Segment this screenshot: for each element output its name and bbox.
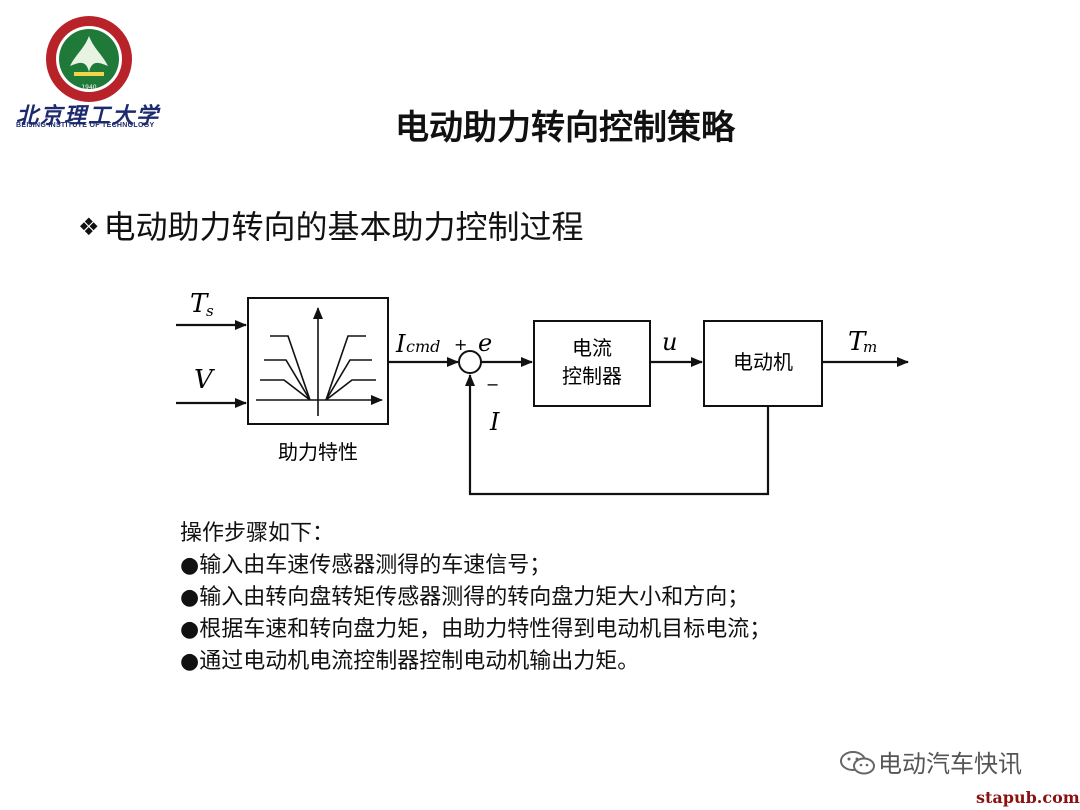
step-item: ●输入由车速传感器测得的车速信号； (180, 553, 552, 578)
university-english-name: BEIJING INSTITUTE OF TECHNOLOGY (16, 122, 155, 129)
section-heading-text: 电动助力转向的基本助力控制过程 (103, 208, 584, 246)
site-watermark: stapub.com (976, 788, 1080, 807)
svg-text:T: T (190, 289, 209, 319)
operation-steps: 操作步骤如下： ●输入由车速传感器测得的车速信号； ●输入由转向盘转矩传感器测得… (180, 518, 771, 678)
step-item: ●输入由转向盘转矩传感器测得的转向盘力矩大小和方向； (180, 585, 750, 610)
section-heading: ❖电动助力转向的基本助力控制过程 (78, 202, 584, 248)
university-logo: 1940 (46, 16, 132, 102)
control-signal-label: u (662, 328, 677, 356)
minus-sign: − (486, 375, 499, 394)
feedback-current-label: I (489, 408, 500, 436)
page-title: 电动助力转向控制策略 (395, 108, 735, 148)
current-controller-label-line2: 控制器 (562, 364, 622, 388)
feedback-path (465, 374, 770, 496)
assist-characteristic-label: 助力特性 (278, 440, 358, 464)
svg-text:I: I (395, 330, 406, 358)
input-speed-label: V (194, 365, 215, 395)
input-torque-label: T s (190, 289, 214, 320)
step-item: ●根据车速和转向盘力矩，由助力特性得到电动机目标电流； (180, 617, 772, 642)
wechat-watermark: 电动汽车快讯 (838, 744, 1022, 779)
svg-text:s: s (206, 302, 214, 320)
current-controller-label-line1: 电流 (572, 336, 612, 360)
current-controller-block (533, 320, 651, 407)
steps-heading: 操作步骤如下： (180, 521, 335, 546)
command-current-label: I cmd (395, 330, 440, 358)
motor-block (703, 320, 823, 407)
diamond-bullet-icon: ❖ (78, 213, 100, 241)
svg-text:1940: 1940 (81, 84, 96, 91)
svg-text:m: m (863, 338, 877, 356)
output-torque-label: T m (848, 327, 877, 357)
wechat-icon (840, 751, 875, 775)
university-name: 北京理工大学 (16, 103, 161, 129)
wechat-account-name: 电动汽车快讯 (878, 750, 1022, 778)
control-block-diagram: T s V 助力特性 I cmd + e − 电流 控制器 u 电动机 T m (176, 289, 909, 496)
svg-text:T: T (848, 327, 867, 357)
assist-characteristic-curves (256, 307, 383, 416)
svg-text:cmd: cmd (406, 337, 440, 356)
plus-sign: + (454, 335, 467, 354)
error-label: e (478, 329, 492, 357)
motor-label: 电动机 (733, 350, 793, 374)
step-item: ●通过电动机电流控制器控制电动机输出力矩。 (180, 649, 640, 674)
summing-junction (458, 350, 482, 374)
